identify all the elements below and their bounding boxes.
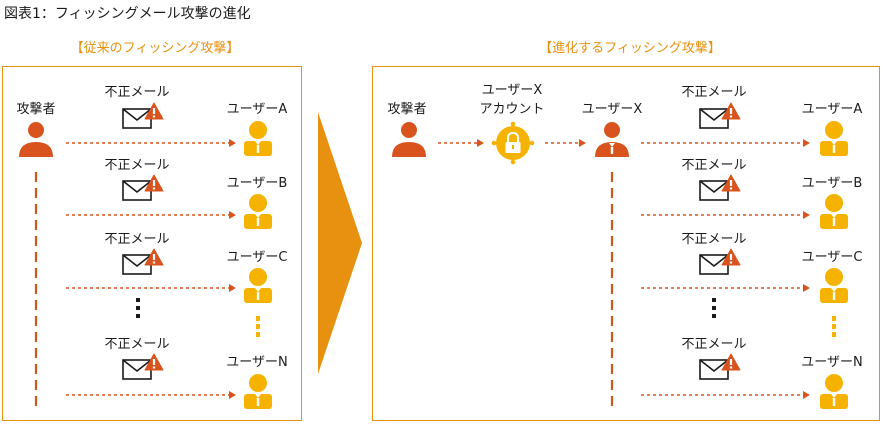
evolution-arrow-icon <box>318 112 362 374</box>
left-user-b-icon <box>244 194 272 229</box>
right-panel <box>372 66 880 421</box>
left-mail-icon-3 <box>122 248 164 275</box>
right-mail-label-2: 不正メール <box>681 158 747 173</box>
right-arrow-2 <box>641 211 810 219</box>
right-mail-icon-2 <box>699 174 741 201</box>
right-attacker-person-icon <box>392 122 426 157</box>
compromised-user-x-icon <box>595 122 629 157</box>
right-user-a-icon <box>820 121 848 156</box>
right-mail-ellipsis <box>712 298 716 318</box>
left-mail-label-4: 不正メール <box>104 337 170 352</box>
account-lock-icon <box>491 121 535 165</box>
right-user-label-a: ユーザーA <box>801 102 863 117</box>
right-user-label-c: ユーザーC <box>801 250 863 265</box>
left-arrow-3 <box>66 284 236 292</box>
right-mail-icon-4 <box>699 353 741 380</box>
right-arrow-3 <box>641 284 810 292</box>
left-user-a-icon <box>244 121 272 156</box>
right-mail-label-4: 不正メール <box>681 337 747 352</box>
left-mail-label-2: 不正メール <box>104 158 170 173</box>
right-user-c-icon <box>820 268 848 303</box>
left-arrow-4 <box>66 391 236 399</box>
left-panel-label: 【従来のフィッシング攻撃】 <box>70 41 240 56</box>
left-mail-icon-1 <box>122 102 164 129</box>
left-user-ellipsis <box>256 316 260 337</box>
left-attacker-label: 攻撃者 <box>16 102 56 117</box>
right-mail-icon-1 <box>699 102 741 129</box>
right-arrow-1 <box>641 139 810 147</box>
left-user-n-icon <box>244 374 272 409</box>
account-label-line1: ユーザーX <box>481 83 543 98</box>
left-mail-label-3: 不正メール <box>104 232 170 247</box>
attacker-to-account-arrow <box>438 139 484 147</box>
left-user-label-b: ユーザーB <box>226 176 288 191</box>
left-arrow-1 <box>66 139 236 147</box>
right-user-label-b: ユーザーB <box>801 176 863 191</box>
account-label-line2: アカウント <box>479 102 545 117</box>
left-mail-icon-4 <box>122 353 164 380</box>
right-attacker-label: 攻撃者 <box>387 102 427 117</box>
left-mail-ellipsis <box>136 298 140 318</box>
left-arrow-2 <box>66 211 236 219</box>
right-mail-label-1: 不正メール <box>681 85 747 100</box>
right-user-b-icon <box>820 194 848 229</box>
right-user-n-icon <box>820 374 848 409</box>
left-user-label-n: ユーザーN <box>226 355 288 370</box>
right-mail-icon-3 <box>699 248 741 275</box>
right-panel-label: 【進化するフィッシング攻撃】 <box>539 41 721 56</box>
left-mail-label-1: 不正メール <box>104 85 170 100</box>
right-user-label-n: ユーザーN <box>801 355 863 370</box>
left-user-label-a: ユーザーA <box>226 102 288 117</box>
right-user-ellipsis <box>832 316 836 337</box>
compromised-user-label: ユーザーX <box>581 102 643 117</box>
left-mail-icon-2 <box>122 174 164 201</box>
left-user-label-c: ユーザーC <box>226 250 288 265</box>
right-mail-label-3: 不正メール <box>681 232 747 247</box>
left-user-c-icon <box>244 268 272 303</box>
right-arrow-4 <box>641 391 810 399</box>
figure-title: 図表1：フィッシングメール攻撃の進化 <box>4 6 251 22</box>
account-to-userx-arrow <box>545 139 586 147</box>
left-attacker-person-icon <box>19 122 53 157</box>
